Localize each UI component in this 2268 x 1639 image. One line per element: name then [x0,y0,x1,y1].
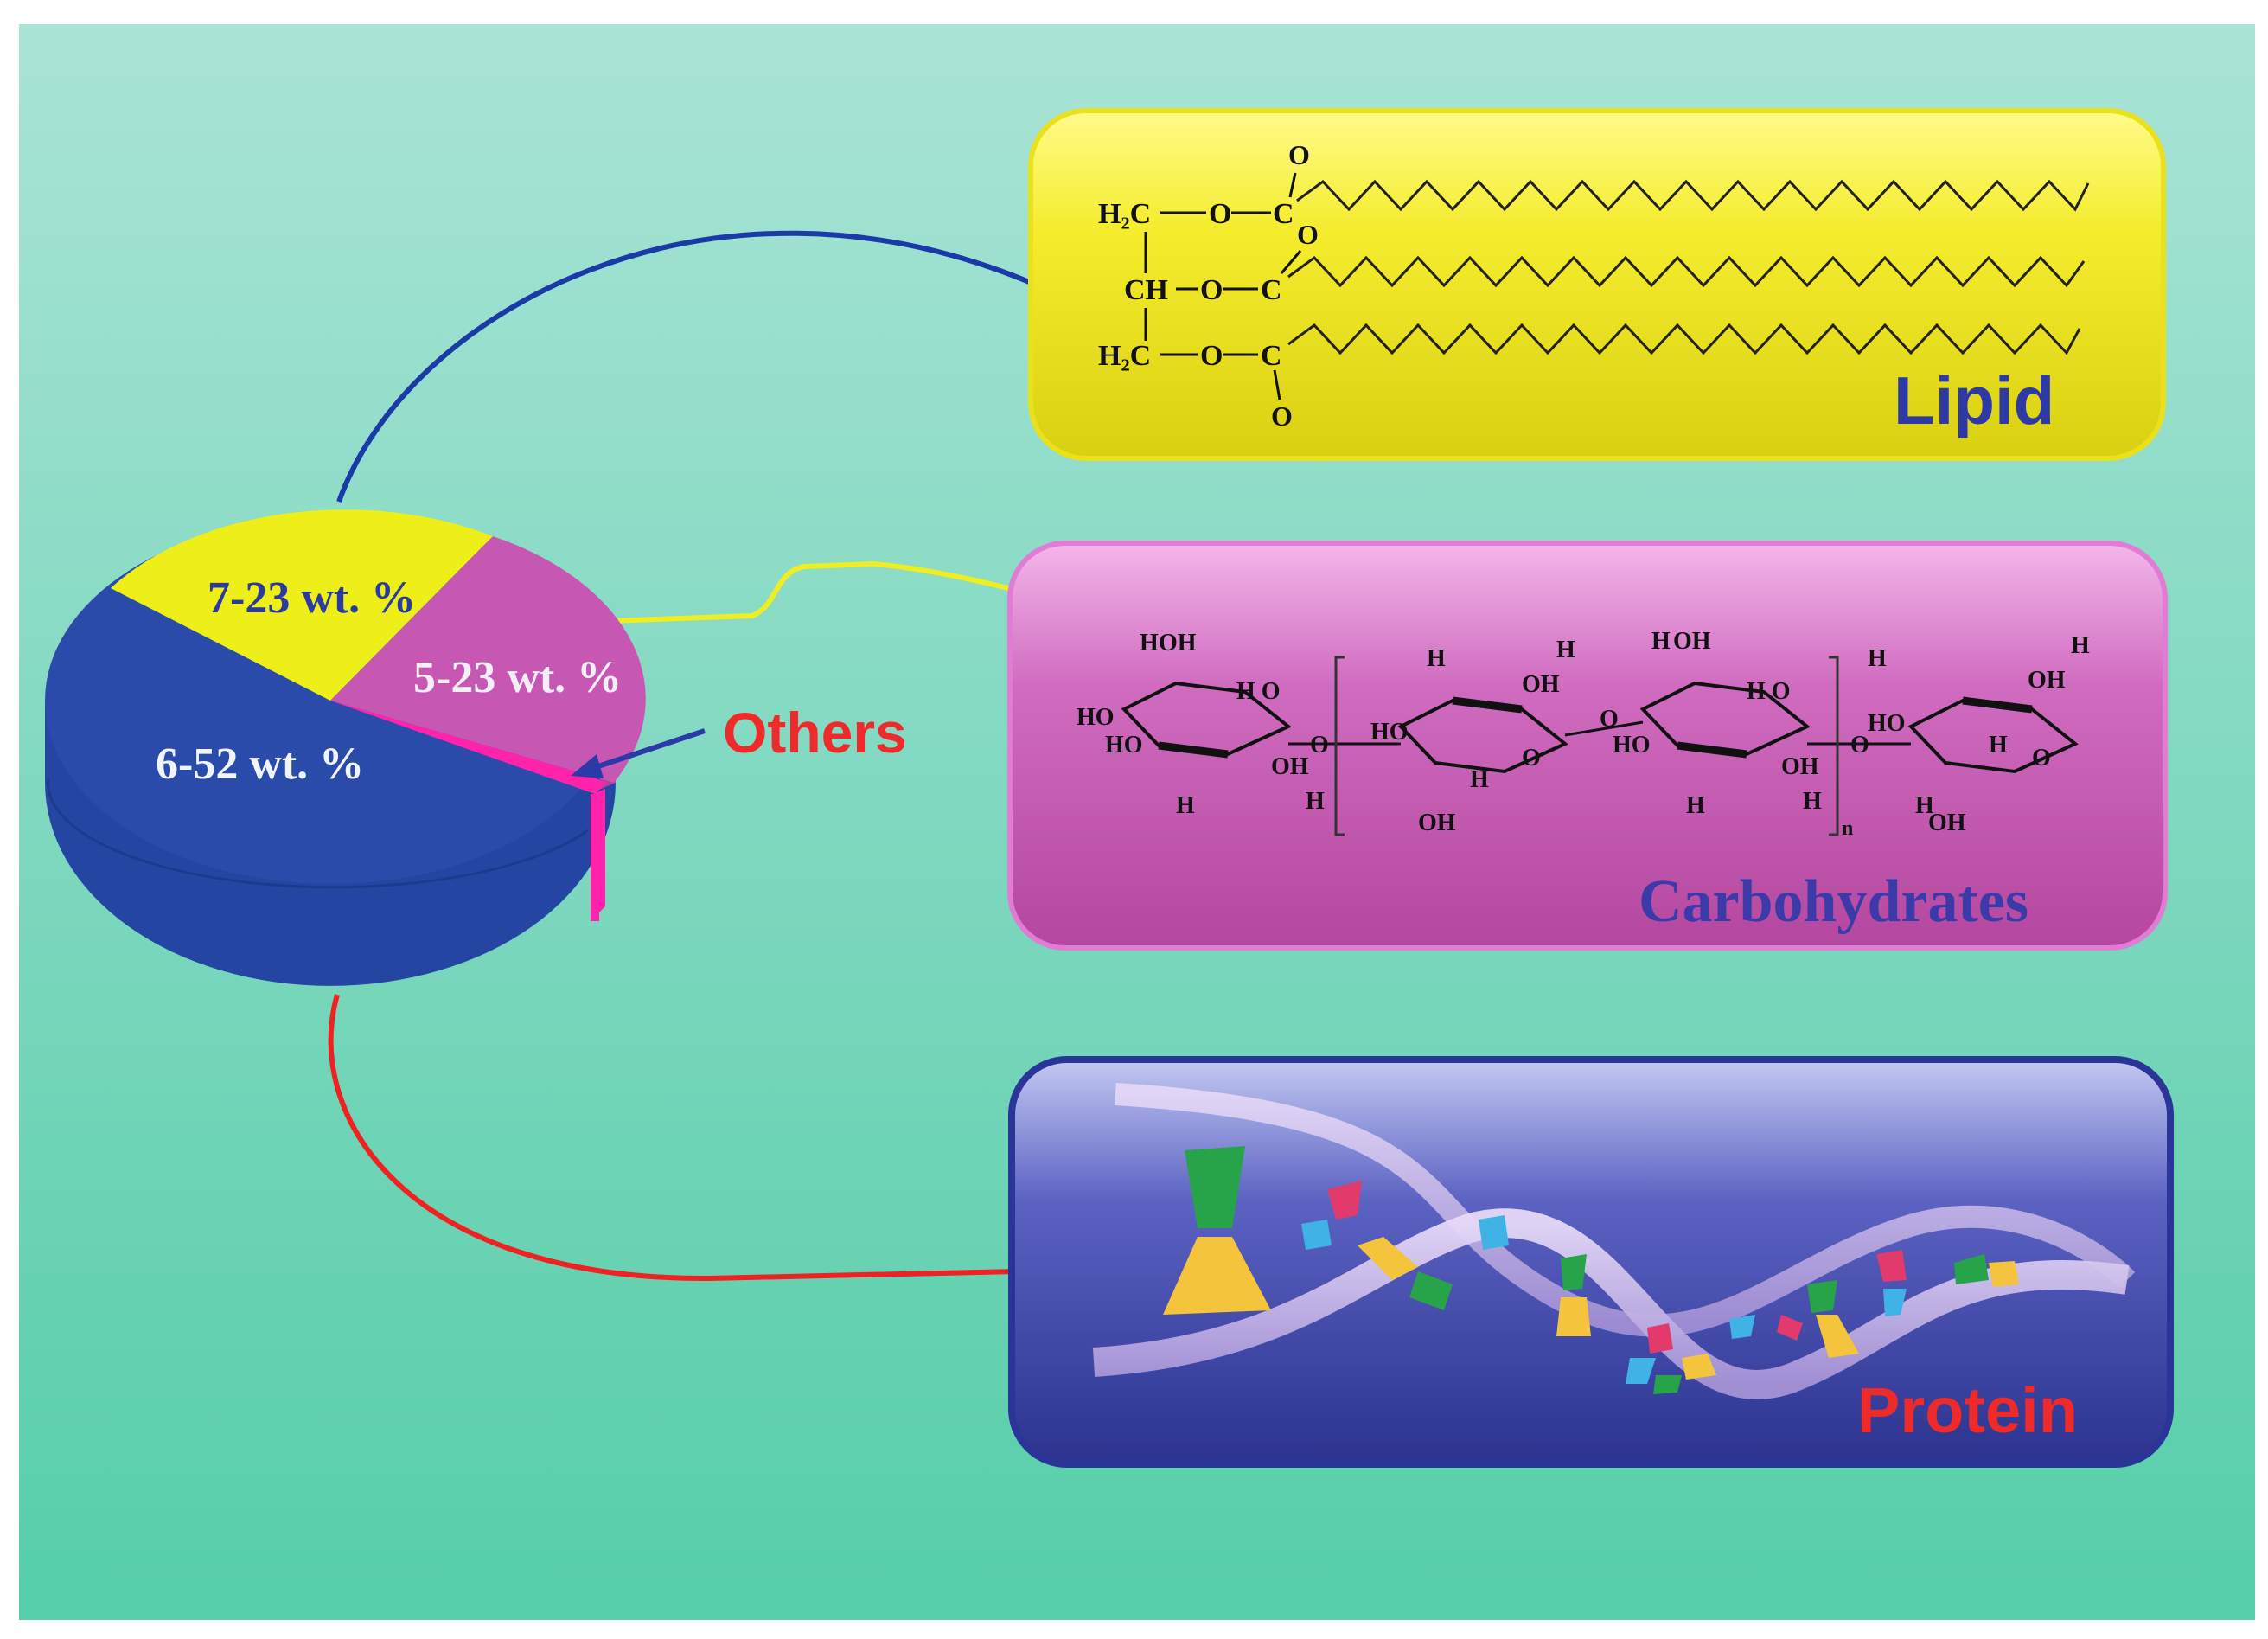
carb-h-6: H [1470,766,1489,793]
carb-h-1: H [1140,630,1159,656]
lipid-o-1a: O [1288,139,1310,170]
carb-oh-6: OH [1781,753,1819,780]
connector-line-protein [328,994,1017,1282]
carb-o-4: O [1850,732,1869,759]
carb-ho-3: H O [1236,678,1281,705]
lipid-panel: H₂C CH H₂C O C O O C O O C O [1028,108,2166,461]
carb-oh-3: OH [1522,671,1560,698]
lipid-c-3: C [1261,340,1282,372]
pie-label-protein: 6-52 wt. % [156,739,364,789]
carb-ho-6: H O [1747,678,1791,705]
lipid-chain-2 [1287,255,2086,288]
protein-panel: Protein [1008,1056,2174,1468]
carbohydrates-panel: H OH HO HO H O OH H H O HO H OH H H O OH… [1007,541,2168,951]
dna-ribbon-front [1092,1208,2130,1399]
lipid-chain-3 [1287,323,2081,355]
carb-h-4: H [1427,645,1446,672]
lipid-o-3: O [1200,340,1223,372]
pie-slice-others [330,701,607,794]
others-label: Others [723,701,907,765]
carbohydrate-structure: H OH HO HO H O OH H H O HO H OH H H O OH… [1077,628,2090,840]
carb-oh-8: OH [1928,810,1966,836]
carb-ho-5: HO [1613,732,1651,759]
dna-base-pairs [1163,1146,2019,1394]
pie-slice-carbohydrate [330,536,646,783]
lipid-o-2: O [1200,274,1223,306]
others-arrow-line [587,728,706,772]
carb-o-2: O [1522,745,1541,771]
carb-h-3: H [1176,792,1195,819]
carb-h-13: H [1915,792,1934,819]
pie-slice-lipid [111,509,493,701]
carb-oh-1: OH [1159,630,1197,656]
carb-ho-4: HO [1370,719,1409,746]
lipid-ch: CH [1124,274,1168,306]
lipid-c-1: C [1273,198,1294,230]
carb-h-10: H [1868,645,1887,672]
carb-n: n [1842,817,1853,840]
carb-ho-2: HO [1105,732,1143,759]
lipid-chain-1 [1296,179,2090,212]
pie-label-lipid: 7-23 wt. % [208,573,416,623]
lipid-c-2: C [1261,274,1282,306]
lipid-title: Lipid [1894,362,2054,439]
lipid-o-2a: O [1297,219,1319,250]
pie-label-carbohydrate: 5-23 wt. % [413,653,622,702]
lipid-h2c-top: H₂C [1098,198,1151,230]
connector-line-carbohydrate [609,560,1030,624]
carb-oh-2: OH [1271,753,1309,780]
carb-h-12: H [1989,732,2008,759]
carb-oh-5: OH [1673,628,1711,655]
carb-o-3: O [1600,706,1619,733]
carb-h-9: H [1803,788,1822,815]
carb-o-5: O [2032,745,2051,771]
protein-title: Protein [1857,1374,2078,1446]
carb-oh-4: OH [1418,810,1456,836]
carb-o-1: O [1310,732,1329,759]
pie-rim [47,778,589,889]
carb-ho-7: HO [1868,710,1906,737]
carb-oh-7: OH [2028,667,2066,694]
carb-h-5: H [1556,637,1575,663]
connector-line-lipid [336,230,1035,503]
others-arrow-head [571,754,604,778]
lipid-structure: H₂C CH H₂C O C O O C O O C O [1098,139,2090,432]
lipid-h2c-bottom: H₂C [1098,340,1151,372]
carbohydrates-panel-box [1007,541,2168,951]
carb-h-11: H [2071,632,2090,659]
carbohydrates-title: Carbohydrates [1639,868,2028,935]
carb-ho-1: HO [1077,704,1115,731]
carb-h-8: H [1686,792,1705,819]
pie-chart: 7-23 wt. % 5-23 wt. % 6-52 wt. % Others [45,509,907,986]
lipid-o-3a: O [1271,400,1293,432]
carb-h-2: H [1306,788,1325,815]
lipid-o-1: O [1209,198,1231,230]
carb-h-7: H [1651,628,1671,655]
